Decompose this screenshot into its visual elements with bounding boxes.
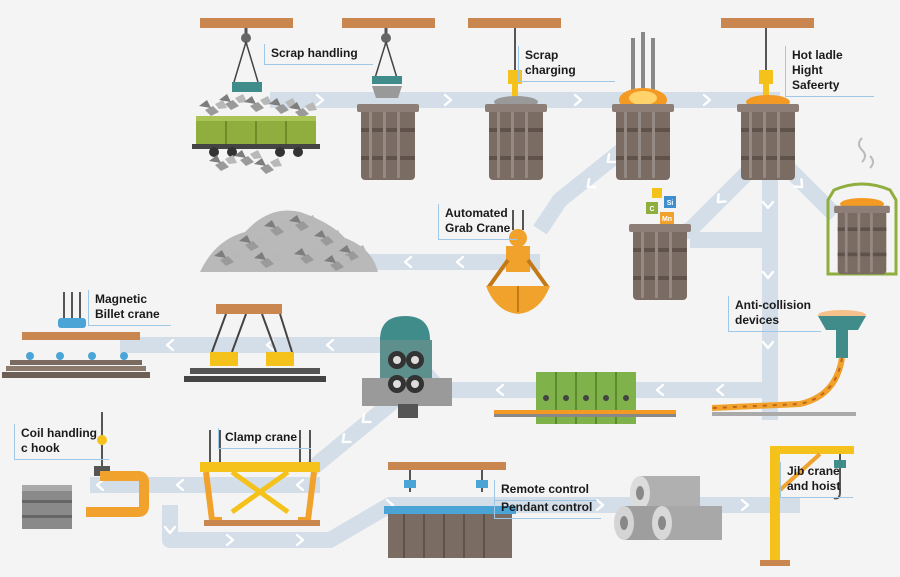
alloy-ladle <box>629 224 691 300</box>
electric-arc-furnace <box>612 32 674 180</box>
label-hot-ladle: Hot ladle Hight Safeerty <box>785 46 874 97</box>
label-jib-crane: Jib crane and hoist <box>780 462 853 498</box>
alloy-badge-c: C <box>649 206 654 213</box>
label-magnetic-billet-crane: Magnetic Billet crane <box>88 290 171 326</box>
alloy-badges: Si C Mn <box>646 188 676 224</box>
label-automated-grab-crane: Automated Grab Crane <box>438 204 517 240</box>
scrap-pile <box>200 211 378 272</box>
ladle-1 <box>357 104 419 180</box>
flow-paths <box>90 100 835 540</box>
rolling-mill <box>362 316 452 418</box>
label-clamp-crane: Clamp crane <box>218 428 311 449</box>
ladle-hot <box>737 95 799 180</box>
steel-coils <box>614 476 722 540</box>
refining-ladle <box>828 138 896 274</box>
label-scrap-handling: Scrap handling <box>264 44 373 65</box>
label-scrap-charging: Scrap charging <box>518 46 615 82</box>
alloy-badge-mn: Mn <box>662 216 672 223</box>
label-pendant-control: Pendant control <box>494 498 601 519</box>
label-coil-handling: Coil handling c hook <box>14 424 109 460</box>
alloy-badge-si: Si <box>667 200 674 207</box>
ladle-2 <box>485 96 547 180</box>
label-anti-collision: Anti-collision devices <box>728 296 821 332</box>
